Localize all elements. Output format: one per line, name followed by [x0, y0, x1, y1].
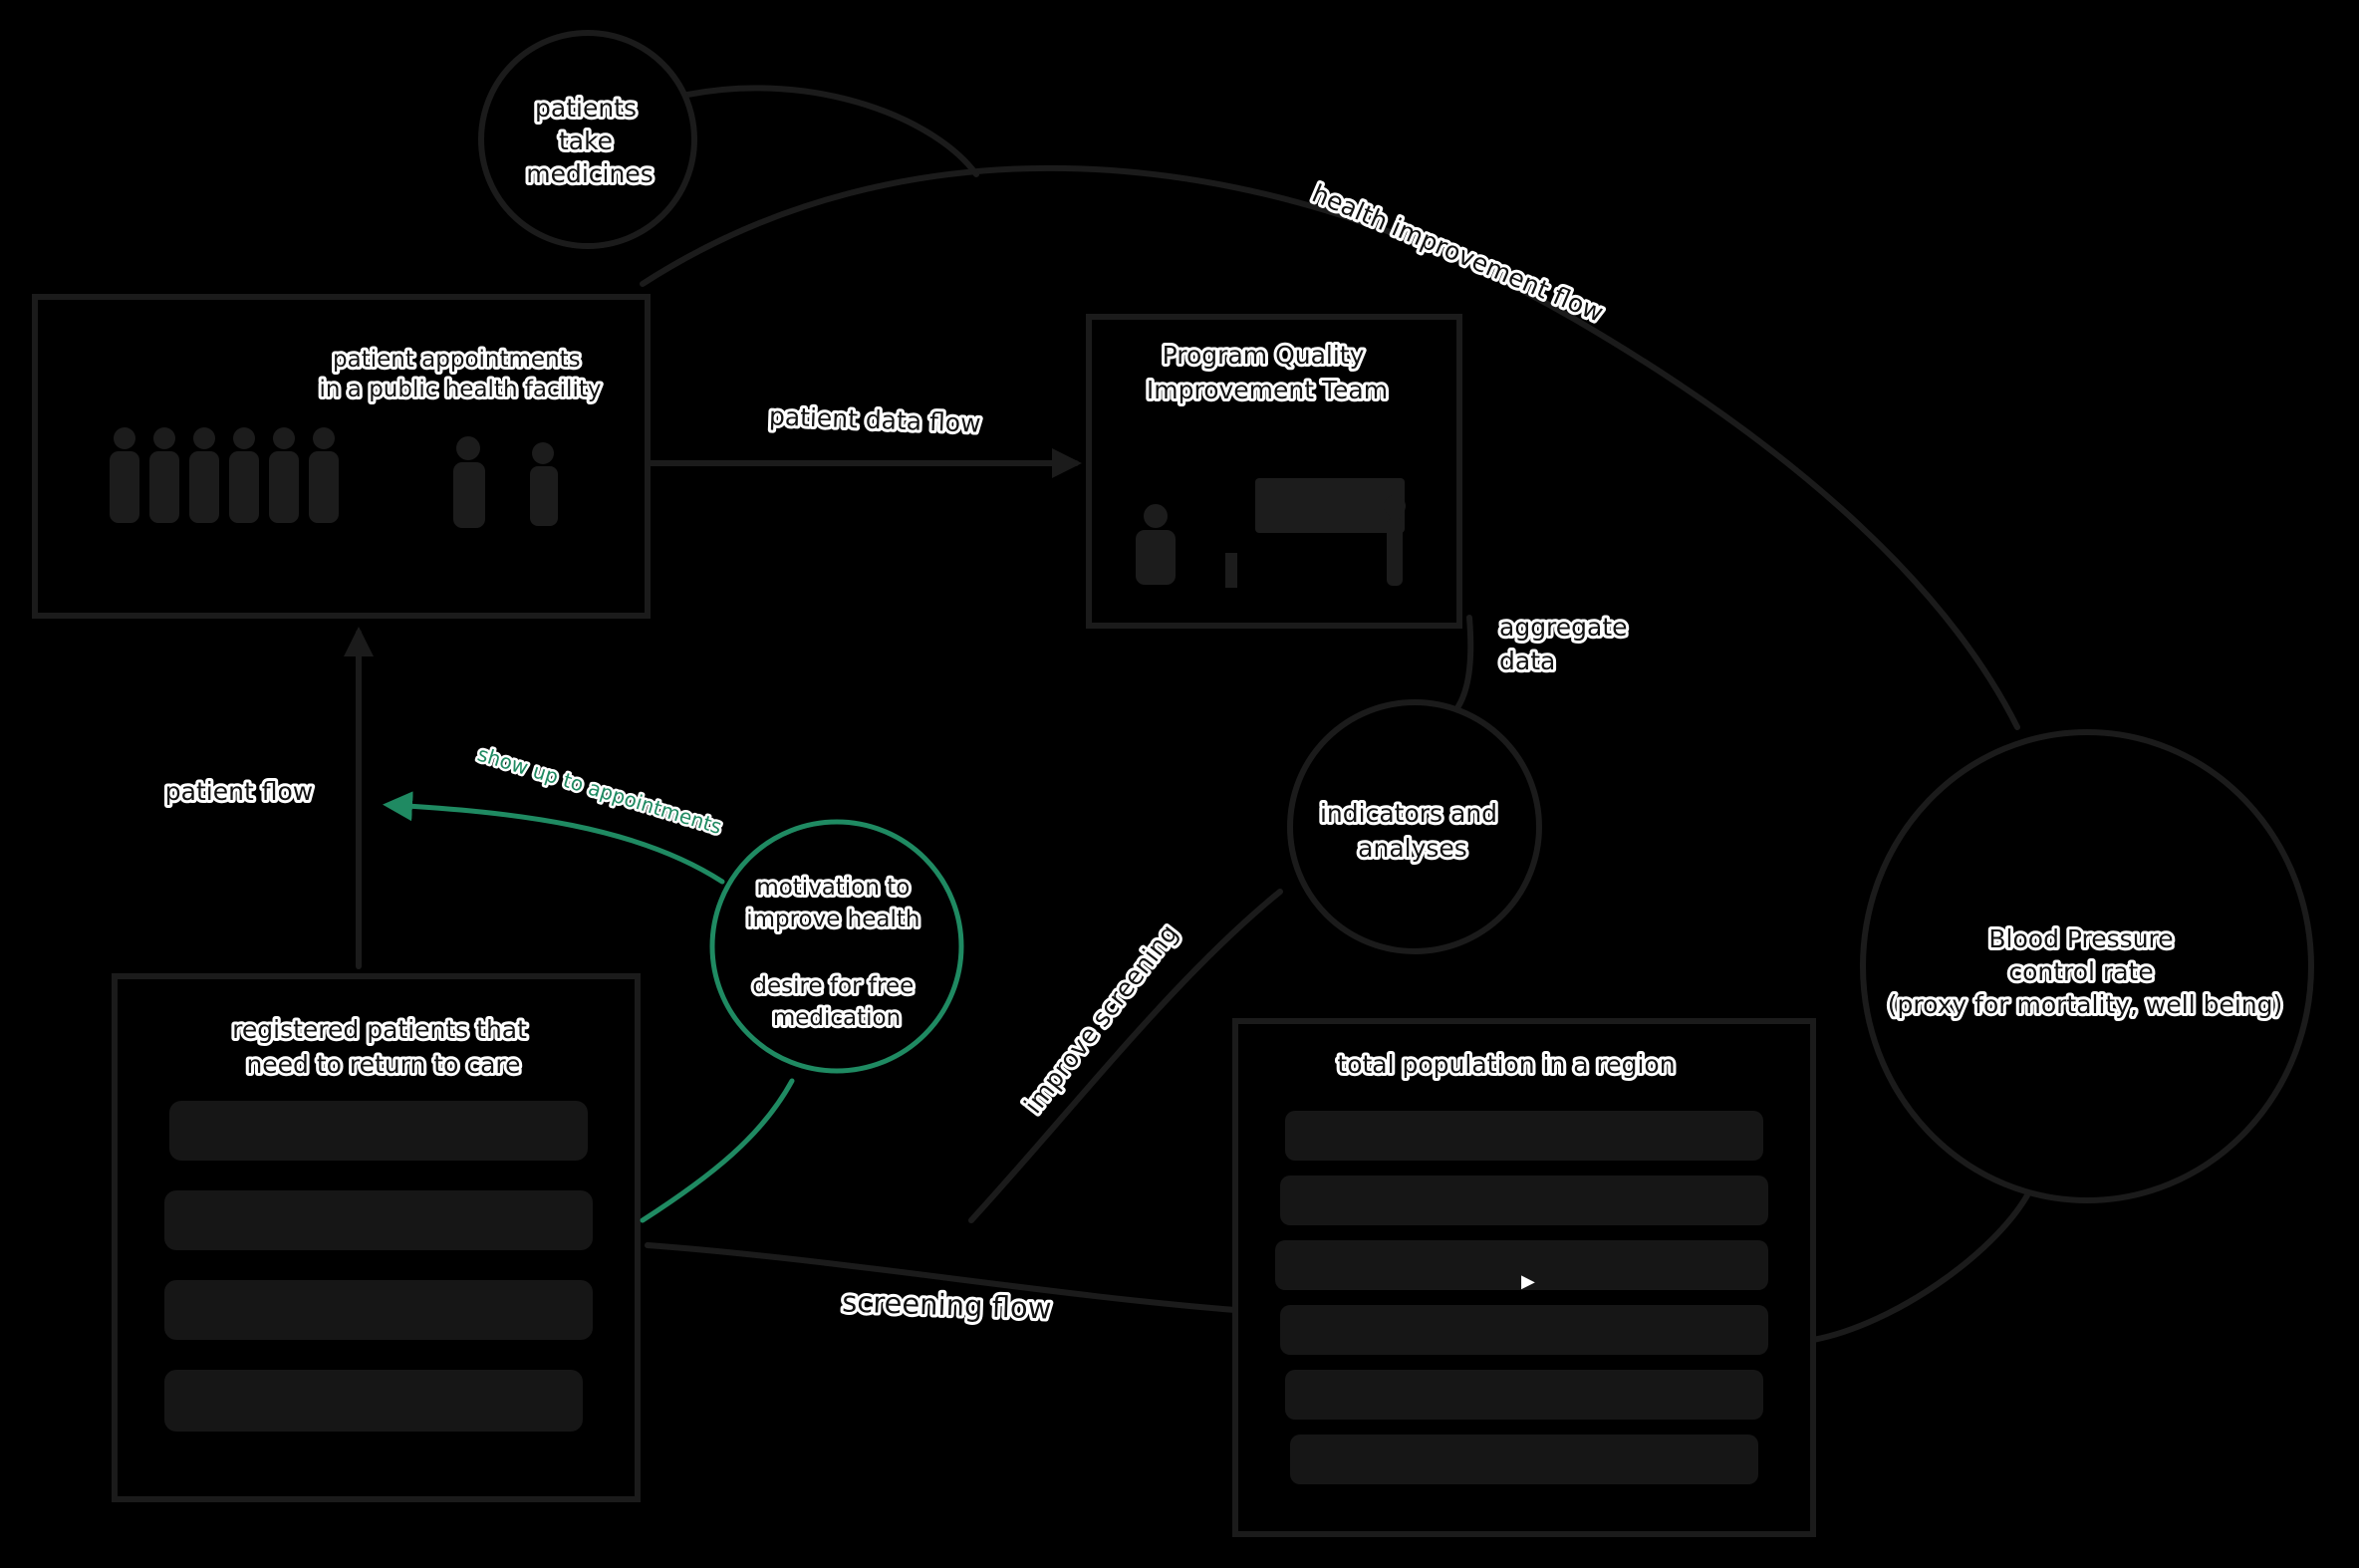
blood-pressure-label: Blood Pressure control rate (proxy for m…	[1888, 924, 2283, 1019]
patients-take-medicines-node[interactable]	[478, 30, 697, 249]
health-improvement-flow-arc	[640, 164, 2020, 730]
registered-patients-crowd-icon	[164, 1101, 593, 1432]
motivation-label: motivation to improve health desire for …	[746, 875, 927, 1031]
indicators-analyses-node[interactable]	[1287, 699, 1542, 954]
medicines-to-arc-link	[684, 85, 979, 177]
screening-flow-label: screening flow	[842, 1284, 1052, 1325]
registered-patients-label: registered patients that need to return …	[232, 1015, 535, 1079]
health-improvement-flow-label: health improvement flow	[1308, 178, 1608, 327]
total-population-label: total population in a region	[1337, 1050, 1675, 1079]
registered-to-motivation-link	[640, 1078, 795, 1223]
screening-flow-edge	[645, 1242, 1238, 1313]
population-crowd-icon	[1275, 1111, 1768, 1484]
patients-take-medicines-label: patients take medicines	[526, 94, 654, 188]
show-up-to-appointments-arrow	[383, 791, 725, 885]
show-up-to-appointments-label: show up to appointments	[475, 742, 725, 839]
clinician-icon	[453, 436, 558, 528]
motivation-node[interactable]	[709, 819, 964, 1074]
patient-appointments-label: patient appointments in a public health …	[320, 347, 602, 402]
patient-flow-label: patient flow	[165, 777, 313, 806]
improve-screening-label: improve screening	[1018, 918, 1183, 1119]
population-to-bp-edge	[1810, 1192, 2030, 1343]
patient-data-flow-label: patient data flow	[769, 401, 982, 437]
team-meeting-icon	[1136, 478, 1406, 588]
program-quality-team-label: Program Quality Improvement Team	[1147, 341, 1388, 404]
waiting-patients-icon	[110, 427, 339, 523]
blood-pressure-node[interactable]	[1860, 729, 2314, 1203]
cursor-icon: ▶	[1521, 1271, 1535, 1292]
aggregate-data-label: aggregate data	[1499, 613, 1636, 675]
indicators-analyses-label: indicators and analyses	[1320, 799, 1505, 863]
improve-screening-arrow	[968, 889, 1283, 1223]
